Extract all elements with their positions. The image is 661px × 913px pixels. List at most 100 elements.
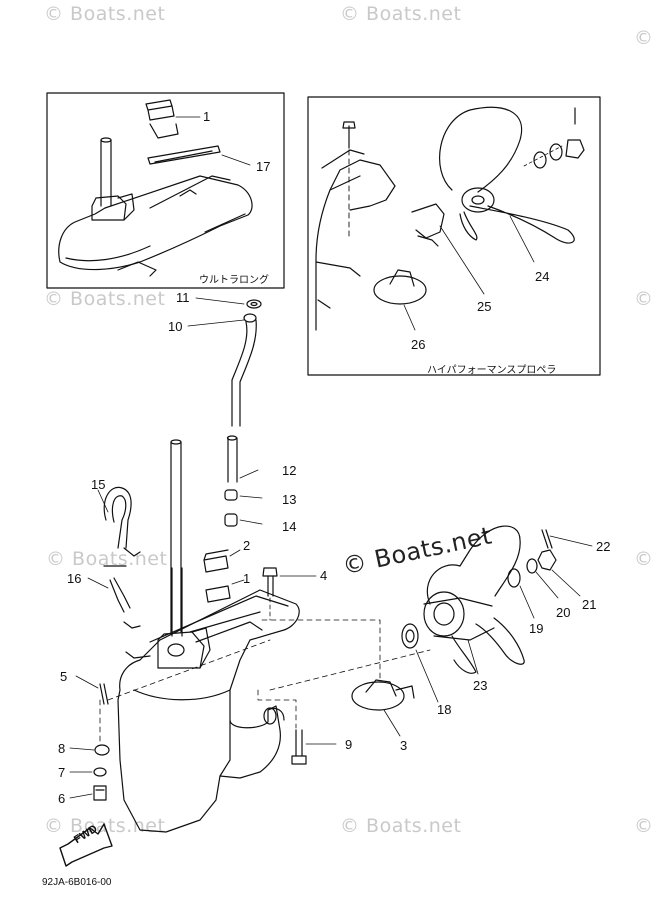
callout-3: 3 — [400, 738, 408, 753]
inset-part-1 — [145, 99, 179, 139]
watermark: © Boats.net — [44, 3, 166, 25]
part-3-anode — [351, 679, 415, 711]
callout-7: 7 — [58, 765, 66, 780]
part-21-nut — [537, 549, 557, 571]
dashed-axis — [257, 689, 297, 729]
shift-rod-upper — [231, 319, 257, 427]
leader — [221, 154, 251, 166]
dashed-axis — [261, 619, 381, 681]
callout-23: 23 — [473, 678, 488, 693]
inset-part-17-tube — [147, 145, 221, 165]
watermark: © Boats.net — [44, 288, 166, 310]
part-7-washer — [93, 767, 107, 777]
leader — [551, 569, 581, 597]
inset-hp-propeller — [439, 106, 575, 263]
callout-5: 5 — [60, 669, 68, 684]
part-23-propeller — [423, 525, 525, 674]
callout-18: 18 — [437, 702, 452, 717]
leader — [231, 579, 245, 585]
leader — [239, 469, 259, 479]
inset-hp-housing — [315, 149, 396, 331]
lower-unit-housing — [117, 589, 300, 833]
inset-hp-part-25 — [411, 203, 485, 295]
callout-2: 2 — [243, 538, 251, 553]
callout-25: 25 — [477, 299, 492, 314]
leader — [467, 639, 479, 675]
callout-24: 24 — [535, 269, 550, 284]
watermark: © Boats.net — [340, 815, 462, 837]
watermark: © Boats.net — [634, 288, 661, 310]
watermark: © Boats.net — [634, 548, 661, 570]
drive-shaft — [170, 439, 182, 633]
leader — [187, 319, 245, 327]
part-5-pin — [99, 683, 109, 705]
part-8-washer — [94, 744, 110, 756]
part-1-clip — [205, 585, 231, 603]
callout-6: 6 — [58, 791, 66, 806]
part-6-bolt — [93, 785, 107, 801]
callout-26: 26 — [411, 337, 426, 352]
part-22-cotter-pin — [541, 529, 553, 549]
callout-1-main: 1 — [243, 571, 251, 586]
callout-1: 1 — [203, 109, 211, 124]
inset-drive-shaft — [91, 137, 135, 221]
leader — [239, 519, 263, 525]
part-13-bushing — [224, 489, 238, 501]
leader — [383, 709, 401, 737]
part-18-thrust-washer — [401, 623, 419, 649]
shift-shaft — [171, 567, 183, 637]
part-2-clip — [203, 549, 229, 573]
leader — [535, 571, 559, 599]
part-14-bushing — [224, 513, 238, 527]
diagram-code: 92JA-6B016-00 — [42, 877, 112, 888]
callout-10: 10 — [168, 319, 183, 334]
leader — [75, 675, 99, 689]
part-15-hose — [103, 486, 141, 557]
callout-15: 15 — [91, 477, 106, 492]
part-11-washer — [246, 299, 262, 309]
callout-9: 9 — [345, 737, 353, 752]
callout-22: 22 — [596, 539, 611, 554]
leader — [415, 649, 439, 703]
callout-12: 12 — [282, 463, 297, 478]
callout-19: 19 — [529, 621, 544, 636]
callout-16: 16 — [67, 571, 82, 586]
part-20-washer — [526, 558, 538, 574]
inset-hp-bolt — [342, 121, 356, 149]
inset-ultra-long-housing — [58, 175, 253, 277]
shift-rod-lower — [226, 435, 238, 483]
callout-14: 14 — [282, 519, 297, 534]
callout-17: 17 — [256, 159, 271, 174]
watermark: © Boats.net — [634, 815, 661, 837]
leader — [69, 747, 95, 751]
dashed-axis — [107, 639, 271, 701]
inset-high-performance-caption: ハイパフォーマンスプロペラ — [427, 365, 557, 376]
dashed-axis — [269, 649, 431, 691]
leader — [239, 495, 263, 499]
callout-20: 20 — [556, 605, 571, 620]
leader — [195, 297, 245, 305]
inset-ultra-long-frame — [46, 92, 285, 289]
callout-4: 4 — [320, 568, 328, 583]
callout-8: 8 — [58, 741, 66, 756]
callout-21: 21 — [582, 597, 597, 612]
fwd-arrow-icon — [59, 823, 113, 867]
leader — [519, 585, 535, 619]
leader — [69, 793, 93, 799]
inset-high-performance-frame — [307, 96, 601, 376]
watermark: © Boats.net — [340, 3, 462, 25]
callout-13: 13 — [282, 492, 297, 507]
leader — [97, 489, 109, 513]
watermark: © Boats.net — [634, 27, 661, 49]
inset-ultra-long-caption: ウルトラロング — [199, 275, 269, 286]
part-9-bolt — [291, 729, 307, 765]
leader — [229, 549, 241, 557]
part-19-washer — [507, 568, 521, 588]
water-pump-housing — [157, 627, 211, 669]
leader — [87, 577, 109, 589]
inset-hp-part-26-anode — [373, 269, 427, 331]
leader — [549, 535, 593, 547]
callout-11: 11 — [176, 290, 190, 305]
